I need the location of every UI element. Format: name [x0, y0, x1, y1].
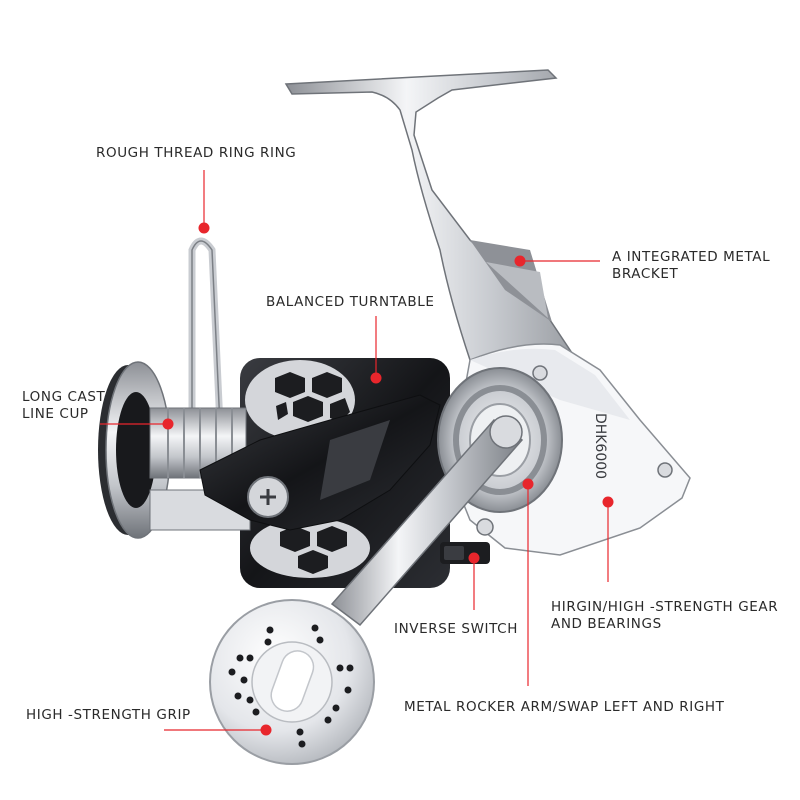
callout-metal-bracket-line2: BRACKET — [612, 266, 679, 282]
callout-gear-bearings-line1: HIRGIN/HIGH -STRENGTH GEAR — [551, 599, 779, 615]
rocker-arm — [330, 415, 524, 627]
callout-line-cup: LONG CAST LINE CUP — [22, 389, 105, 423]
callout-thread-ring: ROUGH THREAD RING RING — [96, 145, 297, 161]
bail-wire — [188, 237, 226, 471]
callout-balanced-turntable: BALANCED TURNTABLE — [266, 294, 435, 310]
callout-inverse-switch: INVERSE SWITCH — [394, 621, 518, 637]
model-text: DHK6000 — [592, 413, 608, 479]
callout-line-cup-line1: LONG CAST — [22, 389, 106, 405]
callout-gear-bearings: HIRGIN/HIGH -STRENGTH GEAR AND BEARINGS — [551, 599, 778, 633]
callout-metal-bracket-line1: A INTEGRATED METAL — [612, 249, 771, 265]
callout-grip: HIGH -STRENGTH GRIP — [26, 707, 191, 723]
callout-metal-bracket: A INTEGRATED METAL BRACKET — [612, 249, 770, 283]
callout-markers — [100, 170, 614, 736]
rotor-arm — [199, 394, 441, 531]
callout-line-cup-line2: LINE CUP — [22, 406, 89, 422]
callout-rocker-arm: METAL ROCKER ARM/SWAP LEFT AND RIGHT — [404, 699, 725, 715]
callout-gear-bearings-line2: AND BEARINGS — [551, 616, 662, 632]
inverse-switch-lever — [440, 542, 490, 564]
grip-knob — [209, 599, 375, 765]
line-cup-spool — [98, 361, 251, 539]
